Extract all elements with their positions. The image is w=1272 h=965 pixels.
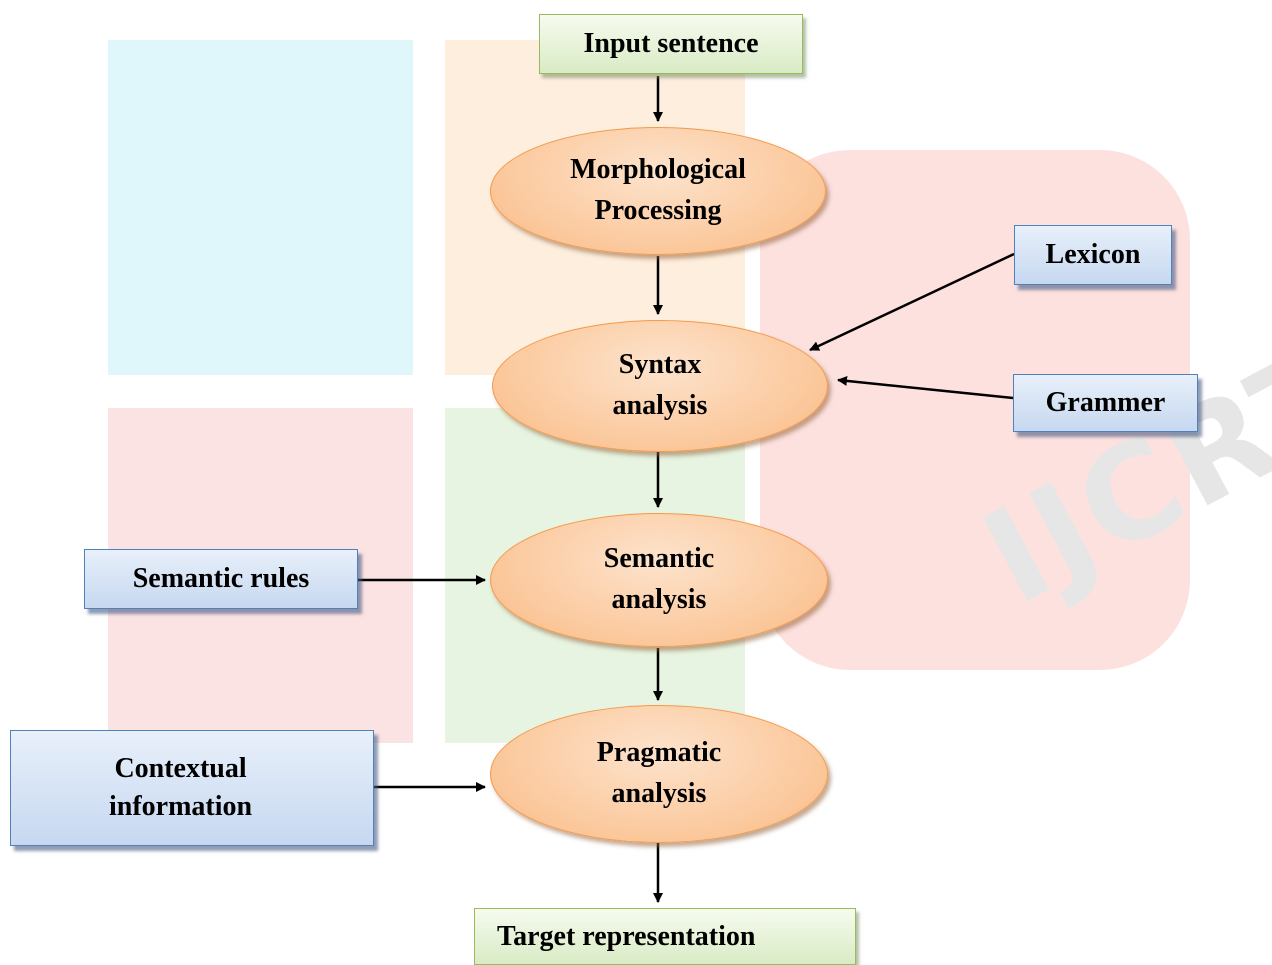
- syntax-label-line2: analysis: [612, 390, 708, 421]
- target-representation-label: Target representation: [497, 920, 756, 952]
- semantic-rules-box: Semantic rules: [84, 549, 358, 609]
- contextual-label-line1: Contextual: [114, 753, 247, 785]
- pragmatic-label-line2: analysis: [611, 778, 707, 809]
- contextual-label-line2: information: [109, 791, 253, 822]
- grammer-label: Grammer: [1045, 387, 1166, 419]
- pragmatic-analysis-node: Pragmatic analysis: [490, 705, 828, 843]
- arrow-grammer-to-syntax: [837, 375, 1014, 400]
- lexicon-label: Lexicon: [1045, 239, 1141, 271]
- morph-label-line1: Morphological: [570, 154, 746, 186]
- input-sentence-box: Input sentence: [539, 14, 803, 74]
- semantic-label-line2: analysis: [611, 584, 707, 615]
- input-sentence-label: Input sentence: [583, 28, 759, 60]
- semantic-label-line1: Semantic: [603, 543, 715, 575]
- morphological-processing-node: Morphological Processing: [490, 127, 826, 255]
- syntax-analysis-node: Syntax analysis: [492, 320, 828, 452]
- arrow-lexicon-to-syntax: [809, 252, 1015, 352]
- grammer-box: Grammer: [1013, 374, 1198, 432]
- semantic-rules-label: Semantic rules: [132, 563, 310, 595]
- syntax-label-line1: Syntax: [618, 349, 702, 381]
- watermark-cyan-block: [108, 40, 413, 375]
- pragmatic-label-line1: Pragmatic: [596, 737, 722, 769]
- contextual-information-box: Contextual information: [10, 730, 374, 846]
- morph-label-line2: Processing: [594, 195, 722, 226]
- target-representation-box: Target representation: [474, 908, 856, 965]
- semantic-analysis-node: Semantic analysis: [490, 513, 828, 647]
- lexicon-box: Lexicon: [1014, 225, 1172, 285]
